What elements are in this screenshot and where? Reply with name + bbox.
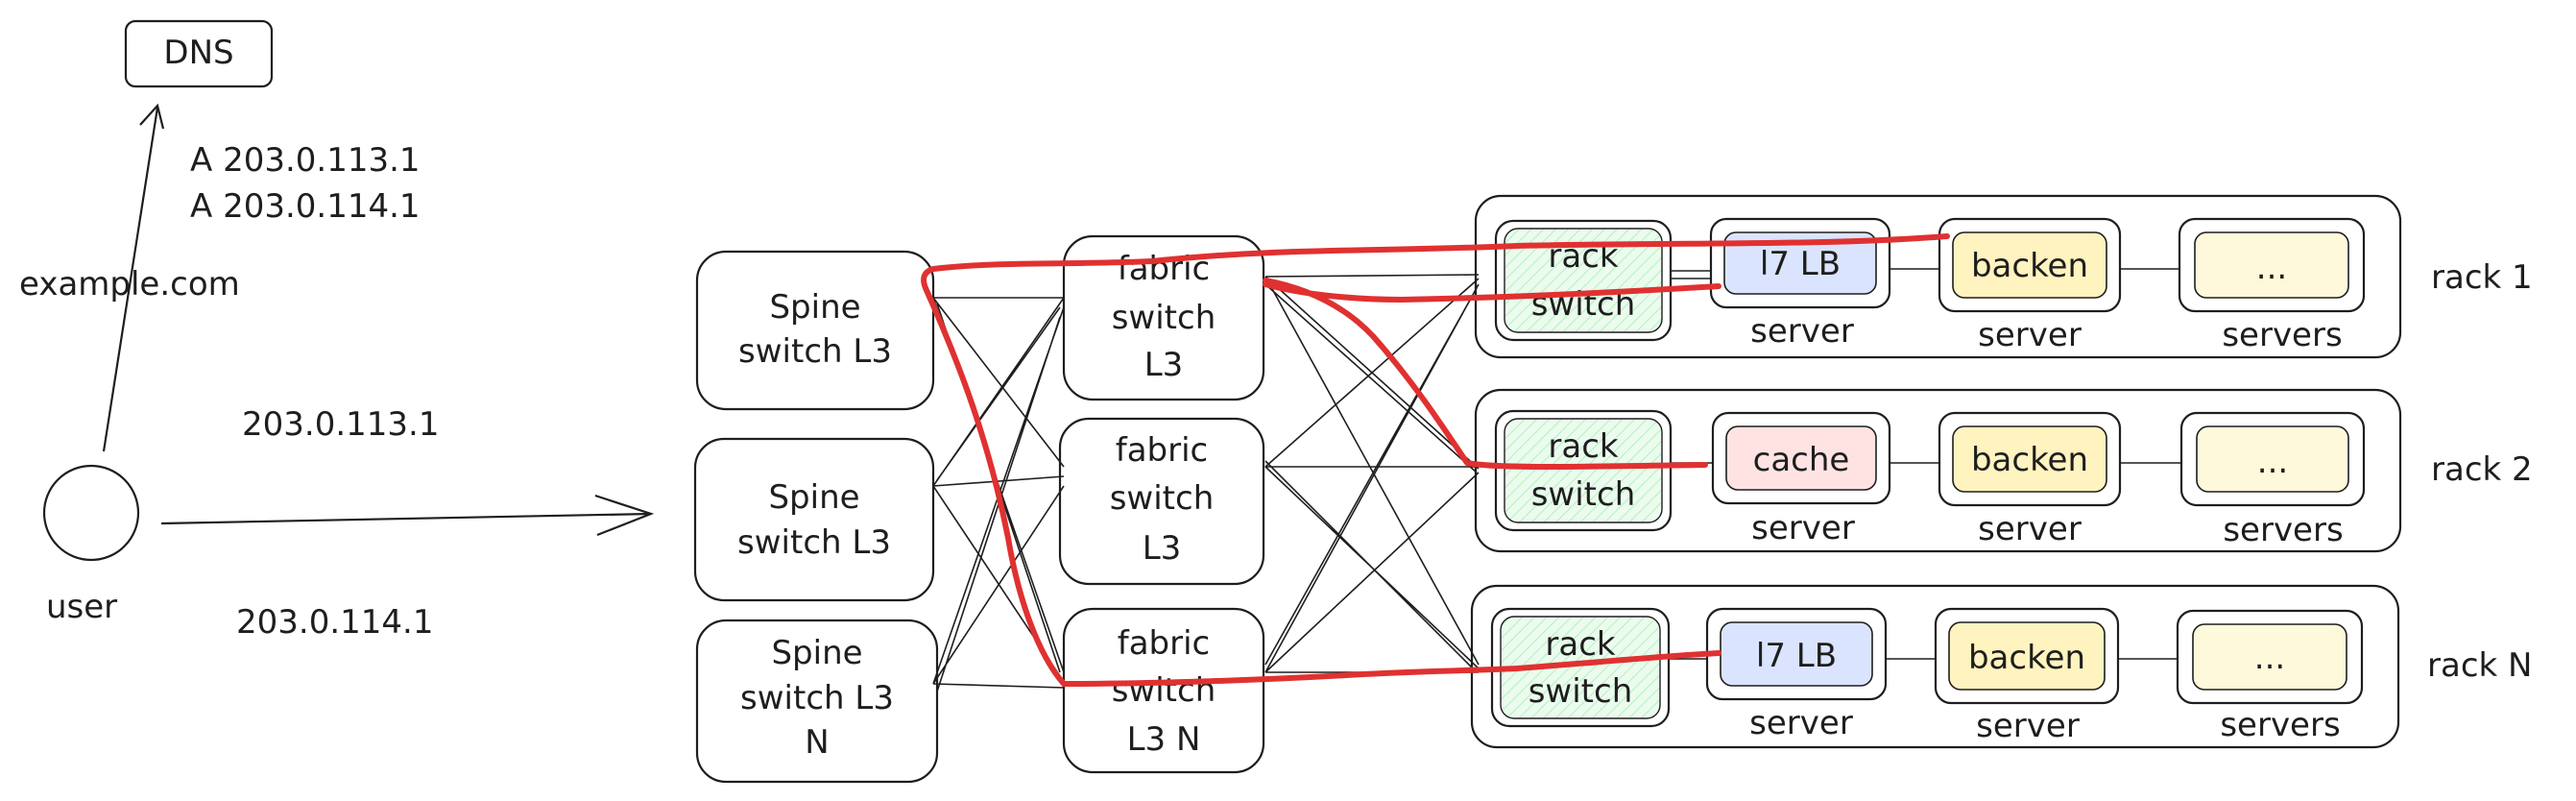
fabric-switch-2-line-2: switch	[1110, 479, 1215, 518]
rack-2-node-1-label: cache	[1753, 441, 1850, 479]
rack-n-node-1-label: l7 LB	[1756, 637, 1837, 675]
spine-switch-1: Spine switch L3	[695, 250, 935, 411]
fabric-switch-1: fabric switch L3	[1062, 234, 1265, 401]
spine-switch-1-line-2: switch L3	[738, 332, 892, 371]
rack-2-node-1-caption: server	[1751, 509, 1855, 547]
spine-switch-2-line-2: switch L3	[737, 523, 891, 562]
user-node: user	[42, 464, 140, 626]
rack-2: rack switch cache server backen server .…	[1474, 388, 2533, 553]
red-path-rack-1-lb	[1263, 281, 1721, 303]
rack-n-node-3-caption: servers	[2220, 706, 2340, 744]
dns-box: DNS	[124, 19, 274, 88]
red-path-rack-1	[921, 233, 1950, 687]
rack-2-node-2-caption: server	[1978, 510, 2082, 548]
rack-1-switch: rack switch	[1494, 219, 1673, 342]
rack-2-switch-line-2: switch	[1531, 475, 1636, 514]
rack-n-node-2-caption: server	[1976, 707, 2080, 745]
fabric-switch-1-line-2: switch	[1112, 299, 1216, 337]
rack-1-node-2-caption: server	[1978, 316, 2082, 354]
rack-1-more-servers: ... servers	[2178, 217, 2366, 354]
rack-1-node-1-caption: server	[1750, 312, 1854, 351]
rack-2-node-3-caption: servers	[2223, 511, 2343, 549]
domain-label: example.com	[19, 265, 240, 303]
rack-1-backend-server: backen server	[1938, 217, 2122, 354]
highlighted-paths	[921, 233, 1950, 687]
spine-switch-1-line-1: Spine	[769, 288, 860, 327]
fabric-switch-2-line-1: fabric	[1116, 431, 1209, 470]
dns-record-2: A 203.0.114.1	[190, 187, 421, 226]
rack-1: rack switch l7 LB server backen server .…	[1474, 194, 2533, 359]
spine-switch-n-line-1: Spine	[771, 634, 862, 672]
dns-record-1: A 203.0.113.1	[190, 141, 421, 180]
rack-1-node-1-label: l7 LB	[1760, 245, 1841, 283]
ip-label-1: 203.0.113.1	[242, 405, 439, 444]
fabric-switch-n-line-2: switch	[1112, 671, 1216, 710]
rack-n-lb-server: l7 LB server	[1705, 607, 1888, 742]
rack-2-node-2-label: backen	[1971, 441, 2088, 479]
spine-switch-n: Spine switch L3 N	[695, 619, 939, 784]
spine-switch-n-line-3: N	[805, 723, 829, 762]
user-traffic-arrow	[160, 494, 655, 537]
dns-label: DNS	[163, 34, 233, 72]
rack-n-more-servers: ... servers	[2176, 609, 2364, 744]
dns-arrow	[102, 103, 165, 452]
fabric-switch-2: fabric switch L3	[1058, 417, 1265, 586]
rack-2-cache-server: cache server	[1711, 411, 1891, 547]
rack-2-label: rack 2	[2431, 450, 2533, 489]
spine-switch-2: Spine switch L3	[693, 437, 935, 602]
rack-1-label: rack 1	[2431, 258, 2533, 297]
rack-n: rack switch l7 LB server backen server .…	[1470, 584, 2532, 749]
spine-switch-2-line-1: Spine	[768, 478, 859, 517]
rack-1-node-2-label: backen	[1971, 247, 2088, 285]
fabric-switch-n-line-1: fabric	[1118, 624, 1211, 663]
rack-n-switch-line-2: switch	[1529, 672, 1633, 711]
rack-n-node-3-label: ...	[2254, 639, 2285, 677]
fabric-switch-2-line-3: L3	[1143, 529, 1182, 568]
rack-1-lb-server: l7 LB server	[1709, 217, 1891, 351]
fabric-switch-n-line-3: L3 N	[1127, 720, 1201, 759]
rack-2-backend-server: backen server	[1938, 411, 2122, 548]
rack-n-node-1-caption: server	[1749, 704, 1853, 742]
ip-label-2: 203.0.114.1	[236, 603, 433, 642]
spine-switch-n-line-2: switch L3	[740, 679, 894, 717]
rack-1-node-3-caption: servers	[2222, 316, 2342, 354]
red-path-rack-2	[1263, 278, 1708, 470]
rack-2-more-servers: ... servers	[2179, 411, 2366, 549]
rack-n-backend-server: backen server	[1934, 607, 2120, 745]
rack-n-node-2-label: backen	[1968, 639, 2085, 677]
rack-n-switch-line-1: rack	[1545, 625, 1616, 664]
rack-2-switch-line-1: rack	[1548, 427, 1619, 466]
fabric-switch-1-line-3: L3	[1144, 346, 1184, 384]
rack-2-node-3-label: ...	[2257, 443, 2288, 481]
rack-n-label: rack N	[2427, 646, 2532, 685]
rack-2-switch: rack switch	[1494, 409, 1673, 532]
fabric-switch-n: fabric switch L3 N	[1062, 607, 1265, 774]
user-label: user	[46, 588, 117, 626]
rack-1-node-3-label: ...	[2256, 249, 2287, 287]
